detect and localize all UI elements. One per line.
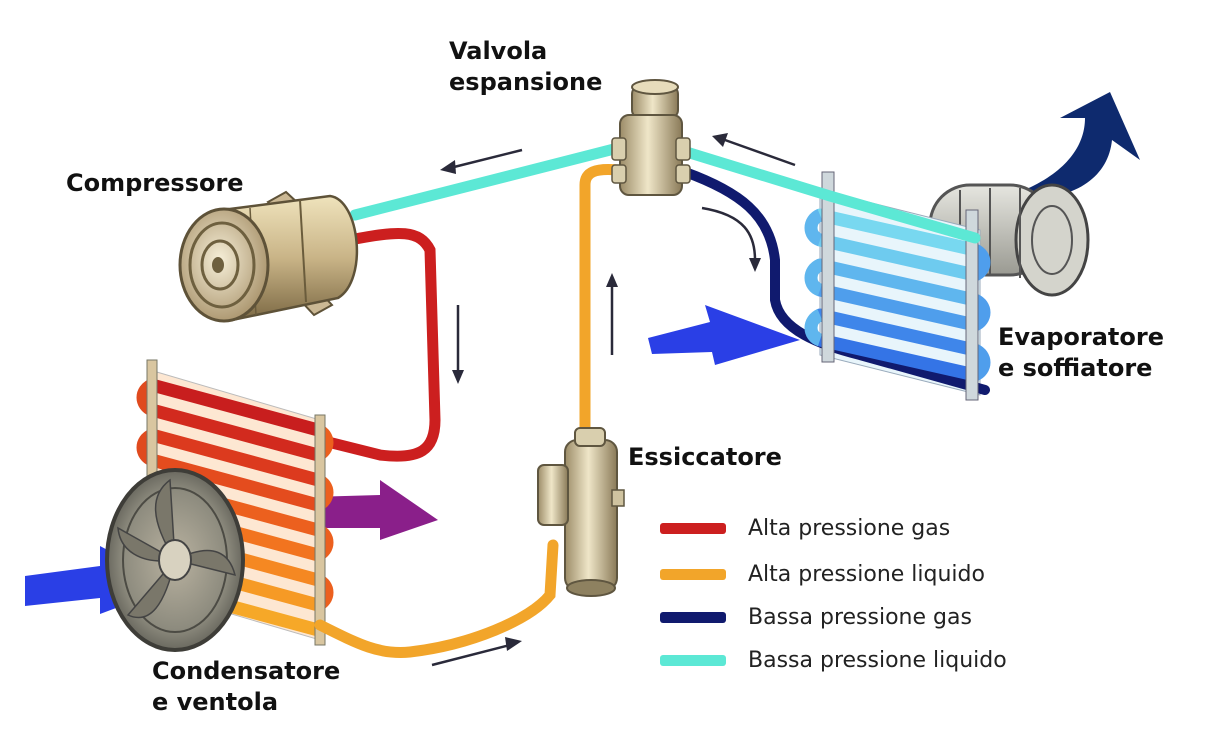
compressor-icon bbox=[178, 190, 359, 323]
legend-label: Bassa pressione gas bbox=[748, 604, 972, 630]
legend-label: Alta pressione liquido bbox=[748, 561, 985, 587]
legend-item: Alta pressione gas bbox=[660, 508, 950, 548]
flow-arrow-icon bbox=[431, 133, 796, 667]
legend-swatch bbox=[660, 522, 726, 534]
label-condensatore-ventola: Condensatore e ventola bbox=[152, 657, 341, 716]
dryer-icon bbox=[537, 427, 625, 597]
pipe-alta-pressione-gas bbox=[314, 227, 441, 462]
expansion-valve-icon bbox=[611, 79, 691, 196]
label-evaporatore-soffiatore: Evaporatore e soffiatore bbox=[998, 323, 1165, 382]
legend-item: Bassa pressione gas bbox=[660, 597, 972, 637]
pipe-bassa-pressione-liquido bbox=[349, 142, 981, 244]
label-compressore: Compressore bbox=[66, 169, 244, 197]
legend-item: Alta pressione liquido bbox=[660, 554, 985, 594]
evaporator-icon bbox=[680, 167, 991, 401]
label-valvola-espansione: Valvola espansione bbox=[449, 37, 603, 96]
legend-label: Bassa pressione liquido bbox=[748, 647, 1007, 673]
fan-icon bbox=[105, 468, 245, 652]
legend-label: Alta pressione gas bbox=[748, 515, 951, 541]
legend-item: Bassa pressione liquido bbox=[660, 640, 1007, 680]
legend-swatch bbox=[660, 568, 726, 580]
label-essiccatore: Essiccatore bbox=[628, 443, 782, 471]
legend-swatch bbox=[660, 654, 726, 666]
legend-swatch bbox=[660, 611, 726, 623]
